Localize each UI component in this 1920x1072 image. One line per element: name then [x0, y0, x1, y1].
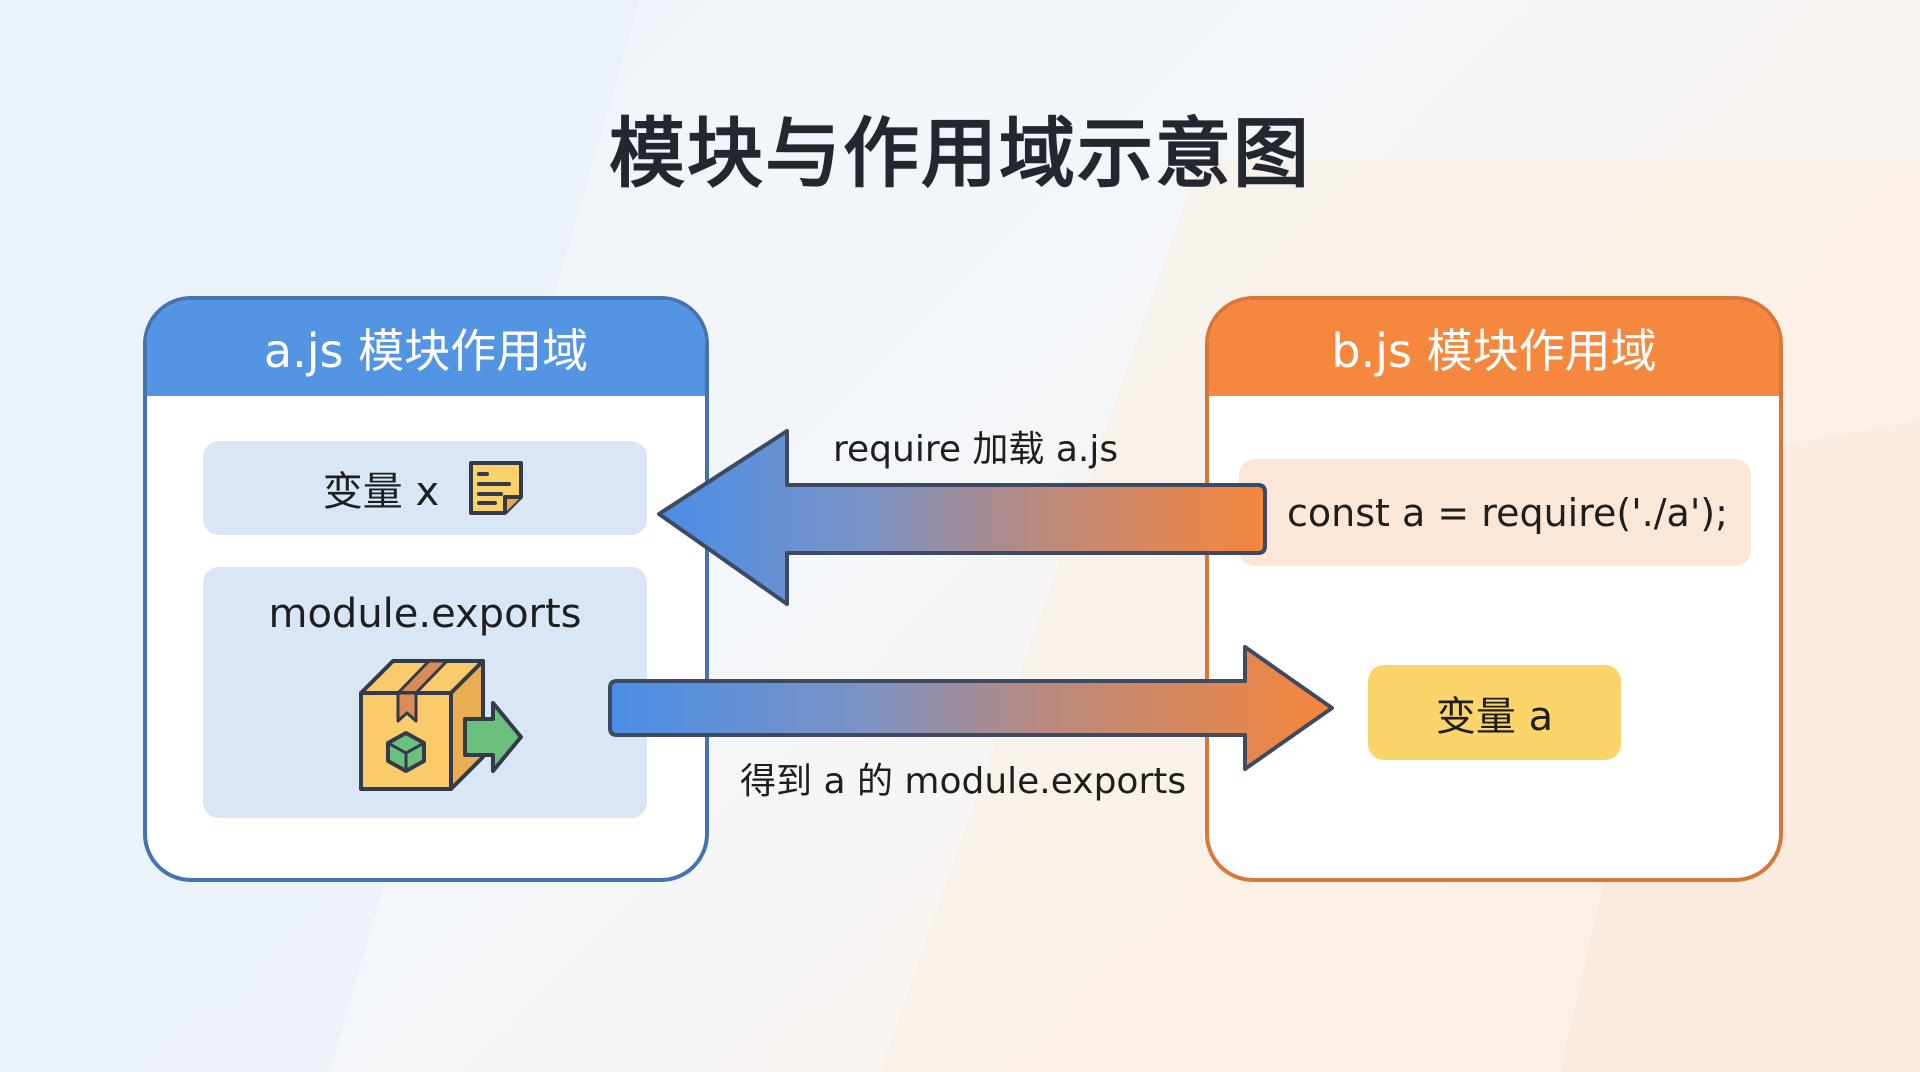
variable-a-box: 变量 a: [1368, 665, 1621, 760]
note-icon: [469, 461, 524, 515]
require-code-box: const a = require('./a');: [1239, 459, 1751, 566]
module-exports-box: module.exports: [203, 567, 647, 818]
b-js-panel-header: b.js 模块作用域: [1209, 300, 1779, 396]
page-title: 模块与作用域示意图: [609, 109, 1311, 198]
package-export-icon: [359, 659, 523, 791]
b-js-scope-panel: b.js 模块作用域: [1205, 296, 1783, 882]
module-exports-label: module.exports: [268, 591, 582, 637]
require-arrow-label: require 加载 a.js: [833, 429, 1119, 470]
require-arrow: [657, 429, 1267, 606]
require-code-line: const a = require('./a');: [1287, 490, 1728, 535]
variable-x-box: 变量 x: [203, 441, 647, 535]
exports-arrow-label: 得到 a 的 module.exports: [740, 761, 1187, 802]
a-js-panel-header: a.js 模块作用域: [147, 300, 705, 396]
variable-x-label: 变量 x: [322, 469, 440, 515]
variable-a-label: 变量 a: [1435, 693, 1554, 740]
exports-arrow: [608, 645, 1334, 771]
